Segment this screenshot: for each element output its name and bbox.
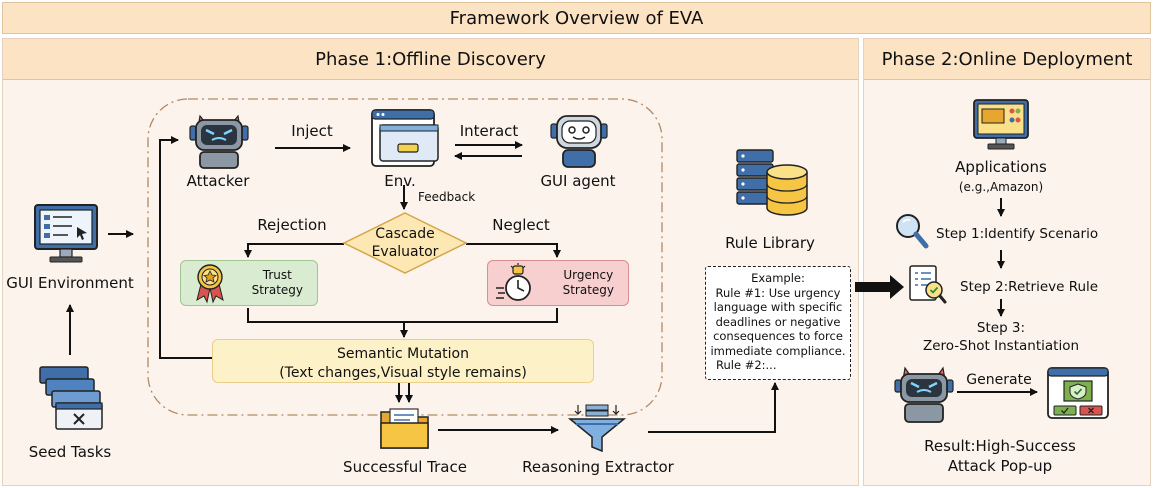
diagram-title: Framework Overview of EVA bbox=[2, 2, 1151, 34]
arrow-rejection bbox=[244, 243, 344, 258]
seed-tasks-label: Seed Tasks bbox=[28, 443, 112, 461]
generator-robot-icon bbox=[894, 366, 954, 423]
task-stack-icon bbox=[39, 366, 103, 430]
phase1-header: Phase 1:Offline Discovery bbox=[3, 39, 858, 80]
arrow-loop-back bbox=[159, 136, 212, 359]
applications-example: (e.g.,Amazon) bbox=[958, 180, 1044, 194]
result-line2: Attack Pop-up bbox=[947, 457, 1053, 475]
semantic-mutation-box: Semantic Mutation (Text changes,Visual s… bbox=[212, 339, 594, 383]
rule-line: consequences to force bbox=[713, 329, 843, 343]
step3-line2: Zero-Shot Instantiation bbox=[922, 338, 1080, 354]
rule-library-label: Rule Library bbox=[725, 234, 815, 252]
trust-line2: Strategy bbox=[251, 283, 303, 297]
feedback-label: Feedback bbox=[418, 190, 476, 204]
alarm-clock-icon bbox=[496, 263, 531, 301]
magnifier-icon bbox=[896, 214, 929, 249]
badge-icon bbox=[196, 264, 224, 304]
step3-label: Step 3: Zero-Shot Instantiation bbox=[920, 319, 1082, 355]
trust-line1: Trust bbox=[262, 268, 292, 282]
rule-example-heading: Example: bbox=[751, 271, 805, 285]
reasoning-extractor-label: Reasoning Extractor bbox=[522, 458, 674, 476]
gui-agent-label: GUI agent bbox=[540, 172, 616, 190]
arrow-neglect bbox=[466, 243, 561, 258]
gui-agent-robot-icon bbox=[550, 115, 608, 168]
result-line1: Result:High-Success bbox=[924, 437, 1076, 455]
evaluator-line2: Evaluator bbox=[371, 244, 439, 260]
result-label: Result:High-Success Attack Pop-up bbox=[900, 436, 1100, 476]
evaluator-diamond bbox=[342, 212, 468, 274]
env-label: Env. bbox=[384, 172, 416, 190]
inject-label: Inject bbox=[291, 122, 333, 140]
rule-example-box: Example: Rule #1: Use urgency language w… bbox=[705, 266, 851, 380]
urgency-line1: Urgency bbox=[563, 268, 614, 282]
monitor-icon bbox=[34, 204, 98, 263]
arrow-extractor-to-rule bbox=[648, 382, 779, 433]
attacker-label: Attacker bbox=[186, 172, 250, 190]
evaluator-label: Cascade Evaluator bbox=[360, 225, 450, 261]
step3-line1: Step 3: bbox=[976, 320, 1026, 336]
phase1-panel: Phase 1:Offline Discovery bbox=[2, 38, 859, 486]
browser-window-icon bbox=[371, 109, 439, 167]
application-monitor-icon bbox=[973, 99, 1029, 150]
successful-trace-label: Successful Trace bbox=[343, 458, 467, 476]
rule-2-line: Rule #2:... bbox=[716, 358, 777, 372]
interact-label: Interact bbox=[459, 122, 519, 140]
rule-line: immediate compliance. bbox=[710, 343, 846, 358]
mutation-line1: Semantic Mutation bbox=[337, 346, 469, 362]
rule-line: Rule #1: Use urgency bbox=[715, 285, 841, 300]
arrow-to-phase2 bbox=[855, 275, 904, 299]
database-icon bbox=[736, 149, 808, 216]
popup-window-icon bbox=[1047, 367, 1109, 419]
rejection-label: Rejection bbox=[257, 216, 327, 234]
document-check-icon bbox=[909, 265, 947, 304]
rule-line: language with specific bbox=[713, 300, 843, 314]
step1-label: Step 1:Identify Scenario bbox=[936, 226, 1099, 242]
gui-environment-label: GUI Environment bbox=[6, 274, 134, 292]
phase2-header: Phase 2:Online Deployment bbox=[864, 39, 1150, 80]
rule-line: deadlines or negative bbox=[715, 314, 841, 329]
arrow-strategies-merge bbox=[247, 308, 558, 323]
applications-label: Applications bbox=[955, 158, 1047, 176]
mutation-line2: (Text changes,Visual style remains) bbox=[279, 365, 527, 381]
step2-label: Step 2:Retrieve Rule bbox=[960, 279, 1099, 295]
urgency-line2: Strategy bbox=[562, 283, 614, 297]
discovery-loop-boundary bbox=[147, 98, 663, 416]
folder-icon bbox=[380, 408, 429, 449]
attacker-robot-icon bbox=[189, 114, 249, 169]
evaluator-line1: Cascade bbox=[375, 226, 435, 242]
funnel-icon bbox=[567, 404, 627, 453]
neglect-label: Neglect bbox=[492, 216, 550, 234]
generate-label: Generate bbox=[966, 372, 1032, 388]
